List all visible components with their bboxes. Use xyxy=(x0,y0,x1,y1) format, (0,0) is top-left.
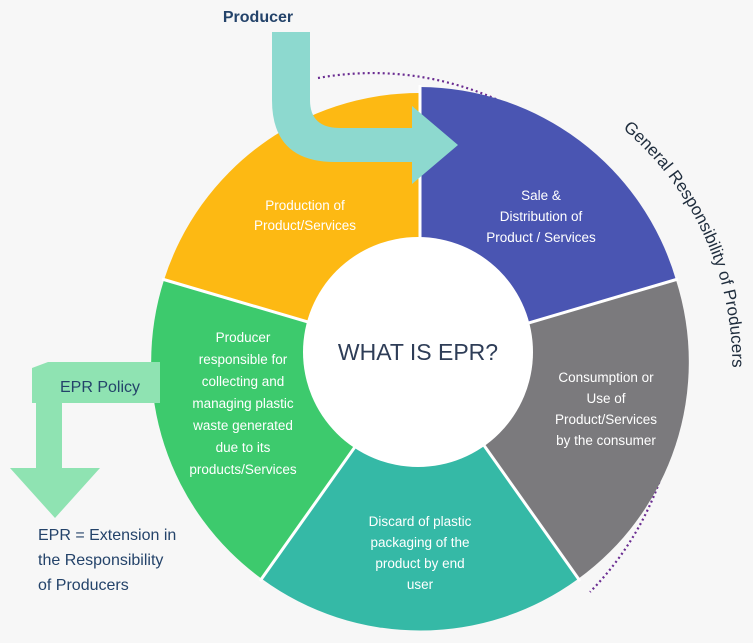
segment-label-production: Production of Product/Services xyxy=(254,198,356,233)
segment-label-line: Producer xyxy=(216,330,271,345)
segment-label-line: Product/Services xyxy=(555,412,657,427)
segment-label-line: by the consumer xyxy=(556,433,656,448)
segment-label-line: managing plastic xyxy=(192,396,294,411)
epr-definition-line-3: of Producers xyxy=(38,577,129,594)
producer-label: Producer xyxy=(223,9,293,26)
segment-label-line: Sale & xyxy=(521,188,561,203)
producer-arrow xyxy=(272,32,458,184)
epr-definition-line-2: the Responsibility xyxy=(38,552,163,569)
segment-label-line: products/Services xyxy=(189,462,297,477)
segment-label-discard: Discard of plastic packaging of the produc… xyxy=(369,514,472,592)
segment-discard xyxy=(262,355,578,631)
segment-label-line: Product / Services xyxy=(486,230,596,245)
segment-label-sale: Sale & Distribution of Product / Services xyxy=(486,188,596,245)
segment-label-line: due to its xyxy=(216,440,271,455)
segment-label-line: Production of xyxy=(265,198,345,213)
segment-label-line: Discard of plastic xyxy=(369,514,472,529)
segment-label-line: Product/Services xyxy=(254,218,356,233)
segment-labels: Production of Product/Services Sale & Distr… xyxy=(189,188,657,592)
segment-label-consumption: Consumption or Use of Product/Services by t… xyxy=(555,370,657,448)
epr-definition-line-1: EPR = Extension in xyxy=(38,527,176,544)
center-circle xyxy=(303,237,533,467)
segment-label-line: collecting and xyxy=(202,374,285,389)
policy-arrow xyxy=(10,362,160,518)
segment-label-line: waste generated xyxy=(192,418,293,433)
segment-label-line: Distribution of xyxy=(500,209,583,224)
segment-label-line: user xyxy=(407,577,434,592)
segment-label-line: Use of xyxy=(586,391,625,406)
segment-label-line: responsible for xyxy=(199,352,288,367)
segment-label-line: product by end xyxy=(375,556,464,571)
policy-label: EPR Policy xyxy=(60,379,140,396)
segment-label-line: Consumption or xyxy=(558,370,654,385)
segment-label-line: packaging of the xyxy=(370,535,469,550)
center-title: WHAT IS EPR? xyxy=(338,339,498,365)
segment-label-producer-responsible: Producer responsible for collecting and man… xyxy=(189,330,297,477)
